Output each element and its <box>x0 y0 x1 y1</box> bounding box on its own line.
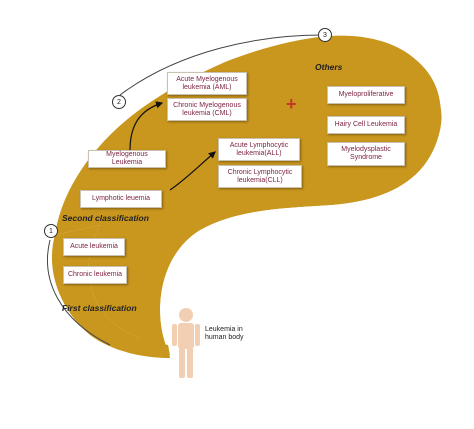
plus-sign: + <box>286 94 297 114</box>
acute-leukemia-box: Acute leukemia <box>63 238 125 256</box>
first-classification-label: First classification <box>62 303 137 313</box>
arrow-to-lymphocytic-types <box>169 151 216 191</box>
cml-box: Chronic Myelogenous leukemia (CML) <box>167 98 247 121</box>
chronic-leukemia-box: Chronic leukemia <box>63 266 127 284</box>
myelogenous-leukemia-box: Myelogenous Leukemia <box>88 150 166 168</box>
human-figure <box>172 308 200 378</box>
lymphotic-leukemia-box: Lymphotic leuemia <box>80 190 162 208</box>
second-classification-label: Second classification <box>62 213 149 223</box>
classification-path-outer <box>55 35 441 356</box>
myeloproliferative-box: Myeloproliferative <box>327 86 405 104</box>
hairy-cell-leukemia-box: Hairy Cell Leukemia <box>327 116 405 134</box>
stage-circle-2: 2 <box>112 95 126 109</box>
all-box: Acute Lymphocytic leukemia(ALL) <box>218 138 300 161</box>
stage-line-left <box>47 239 111 346</box>
arrow-to-myelogenous-types <box>129 101 164 151</box>
stage-circle-3: 3 <box>318 28 332 42</box>
stage-circle-1: 1 <box>44 224 58 238</box>
stage-line <box>119 34 323 96</box>
aml-box: Acute Myelogenous leukemia (AML) <box>167 72 247 95</box>
classification-path-tail <box>51 225 170 358</box>
others-label: Others <box>315 62 343 72</box>
origin-label: Leukemia in human body <box>205 326 244 341</box>
myelodysplastic-syndrome-box: Myelodysplastic Syndrome <box>327 142 405 166</box>
cll-box: Chronic Lymphocytic leukemia(CLL) <box>218 165 302 188</box>
